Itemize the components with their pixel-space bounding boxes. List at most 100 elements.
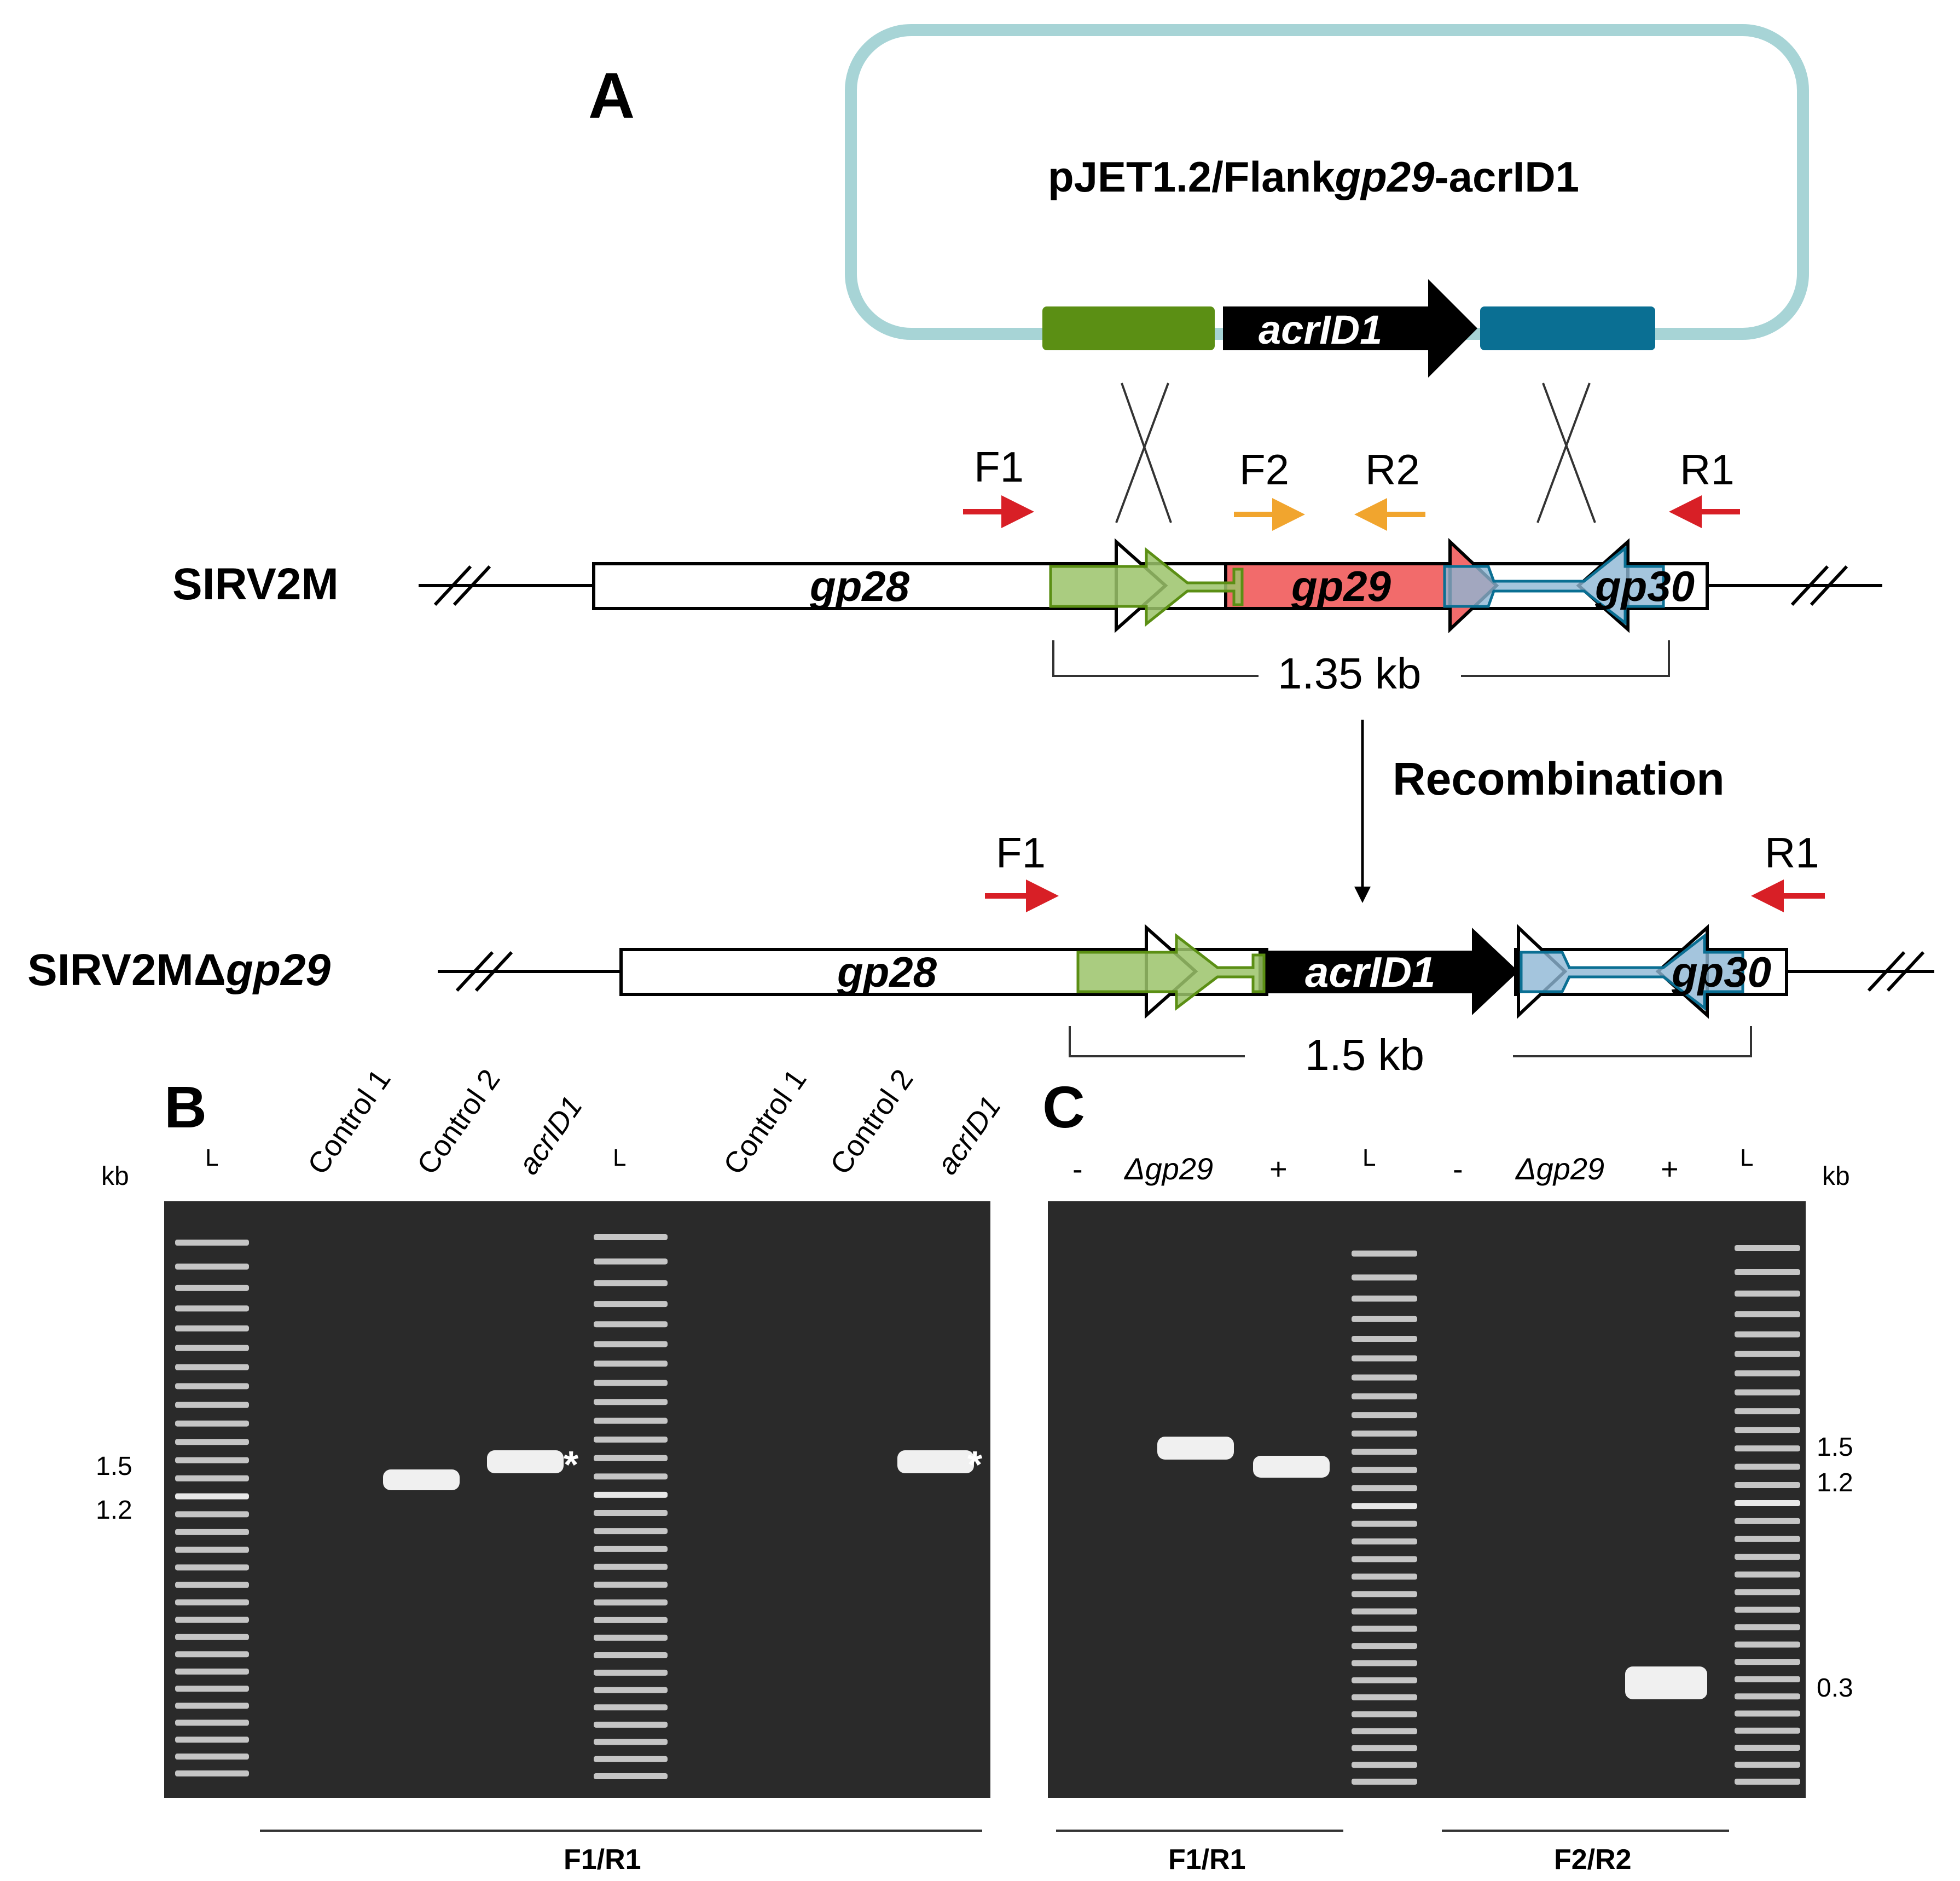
ladder-band [1735,1463,1800,1470]
ladder-band [175,1284,249,1291]
panel-c-lane-label: - [1072,1151,1083,1186]
ladder-band [594,1756,668,1762]
ladder-band [1735,1445,1800,1452]
gene2-gp30-label: gp30 [1671,948,1771,996]
gel-band [383,1469,460,1490]
ladder-band [1735,1290,1800,1297]
ladder-band [1352,1762,1417,1768]
ladder-band [1735,1779,1800,1785]
gel-b-marker-1-2: 1.2 [96,1496,132,1525]
ladder-band [175,1439,249,1445]
crossover-right-2 [1536,383,1591,523]
ladder-band [594,1436,668,1443]
panel-c-lane-label: + [1269,1151,1288,1186]
ladder-band [594,1301,668,1307]
size-bracket-2-left [1069,1026,1245,1057]
genome2-break-right-b [1886,951,1925,992]
ladder-band [1352,1660,1417,1666]
ladder-band [1735,1744,1800,1751]
primer-r2: R2 [1365,445,1420,494]
genome2-break-right-a [1867,951,1906,992]
ladder-band [175,1263,249,1270]
ladder-band [175,1364,249,1370]
crossover-left-2 [1115,383,1169,523]
ladder-band [1735,1727,1800,1734]
panel-b-kb: kb [101,1162,129,1191]
ladder-band [1735,1427,1800,1433]
ladder-band [175,1493,249,1500]
ladder-band [175,1529,249,1535]
ladder-band [594,1399,668,1405]
genome2-break-left-a [455,951,494,992]
size-bracket-1-left [1052,640,1259,677]
panel-a-letter: A [588,60,635,132]
panel-b-lane-label: Control 1 [301,1063,397,1180]
genome1-break-left-a [433,565,472,606]
primer-f2: F2 [1239,445,1289,494]
panel-c-lane-label: L [1740,1144,1753,1171]
gel-c-marker-0-3: 0.3 [1817,1674,1853,1703]
ladder-band [175,1703,249,1709]
ladder-band [175,1599,249,1606]
ladder-band [175,1564,249,1571]
ladder-band [1352,1274,1417,1281]
size-bracket-1-right [1461,640,1670,677]
ladder-band [594,1599,668,1606]
ladder-band [1352,1467,1417,1473]
ladder-band [1735,1554,1800,1560]
ladder-band [1735,1710,1800,1717]
panel-c-lane-label: + [1661,1151,1679,1186]
ladder-band [594,1687,668,1693]
ladder-band [1352,1430,1417,1437]
primer-f1: F1 [974,443,1024,491]
ladder-band [1352,1711,1417,1717]
panel-b-lane-label: Control 1 [717,1063,813,1180]
gel-b-marker-1-5: 1.5 [96,1452,132,1481]
gel-b-bands [175,1234,974,1779]
ladder-band [594,1491,668,1498]
ladder-band [175,1720,249,1726]
ladder-band [1735,1481,1800,1488]
recombination-label: Recombination [1393,753,1725,805]
ladder-band [594,1546,668,1552]
ladder-band [1735,1311,1800,1317]
ladder-band [175,1634,249,1640]
ladder-band [1735,1245,1800,1251]
ladder-band [1735,1370,1800,1376]
genome1-break-left-b [453,565,491,606]
ladder-band [594,1455,668,1461]
gel-c-marker-1-2: 1.2 [1817,1468,1853,1497]
gel-b-star-1: * [564,1443,579,1486]
ladder-band [594,1528,668,1535]
ladder-band [175,1305,249,1312]
genome2-break-left-b [474,951,513,992]
ladder-band [175,1402,249,1408]
ladder-band [594,1704,668,1711]
ladder-band [175,1753,249,1760]
gel-band [1253,1456,1330,1478]
primer-r1-b: R1 [1765,829,1819,877]
ladder-band [1735,1589,1800,1595]
ladder-band [1735,1606,1800,1613]
ladder-band [1735,1536,1800,1542]
ladder-band [594,1773,668,1779]
panel-c-lane-labels: -Δgp29+L-Δgp29+L [1072,1144,1753,1186]
size-bracket-2-right [1513,1026,1752,1057]
genome2-blue-flank-overlay [1520,933,1744,1011]
panel-b-letter: B [164,1074,207,1140]
ladder-band [1352,1295,1417,1302]
primer-f1-b: F1 [996,829,1046,877]
genome1-break-right-a [1790,565,1829,606]
gene-gp28-label: gp28 [809,562,910,610]
ladder-band [175,1547,249,1553]
gel-band [897,1450,974,1473]
gel-band [487,1450,564,1473]
genome1-blue-flank-overlay [1443,545,1665,626]
panel-b-lane-label: L [205,1144,218,1171]
ladder-band [175,1457,249,1463]
ladder-band [1352,1449,1417,1455]
ladder-band [1352,1573,1417,1580]
plasmid-blue-flank [1480,306,1655,350]
ladder-band [594,1634,668,1641]
ladder-band [594,1234,668,1240]
